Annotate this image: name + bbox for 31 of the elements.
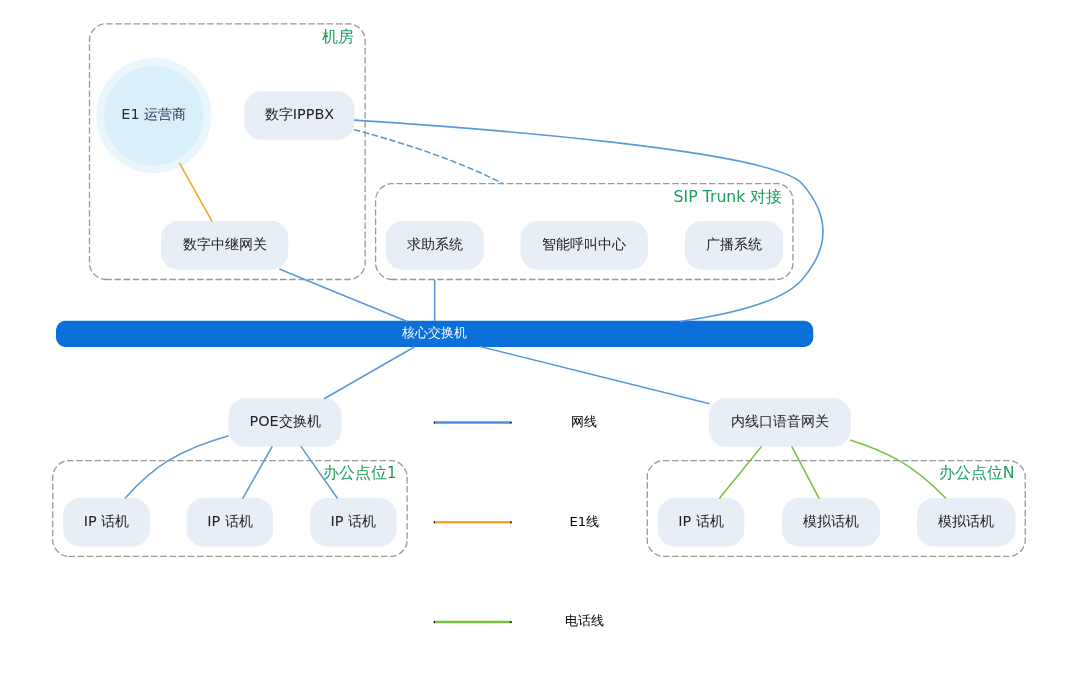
node-box: 核心交换机 (56, 320, 814, 348)
connector (241, 445, 274, 500)
connector (790, 445, 820, 500)
node-box: 广播系统 (684, 221, 784, 270)
connector (323, 345, 416, 400)
connector (433, 278, 436, 323)
connector (178, 162, 213, 223)
node-box: IP 话机 (186, 498, 274, 547)
node-box: 数字中继网关 (161, 221, 289, 270)
node-box: IP 话机 (63, 498, 150, 547)
legend-label: 网线 (571, 413, 598, 429)
connector (124, 435, 230, 499)
connector (849, 439, 947, 499)
node-circle: E1 运营商 (96, 58, 212, 174)
node-box: 模拟话机 (916, 498, 1016, 547)
node-box: 模拟话机 (781, 498, 881, 547)
legend-label: E1线 (569, 513, 600, 529)
node-box: 数字IPPBX (244, 91, 355, 140)
legend-label: 电话线 (564, 613, 604, 629)
connector (353, 128, 504, 185)
connector (353, 119, 824, 323)
node-box: 内线口语音网关 (708, 398, 851, 447)
node-box: 求助系统 (385, 221, 484, 270)
node-box: POE交换机 (228, 398, 342, 447)
connector (278, 268, 409, 323)
node-box: IP 话机 (310, 498, 397, 547)
node-box: 智能呼叫中心 (520, 221, 648, 270)
connector (300, 445, 339, 500)
connector (718, 445, 763, 500)
node-box: IP 话机 (657, 498, 745, 547)
connector (479, 345, 711, 405)
